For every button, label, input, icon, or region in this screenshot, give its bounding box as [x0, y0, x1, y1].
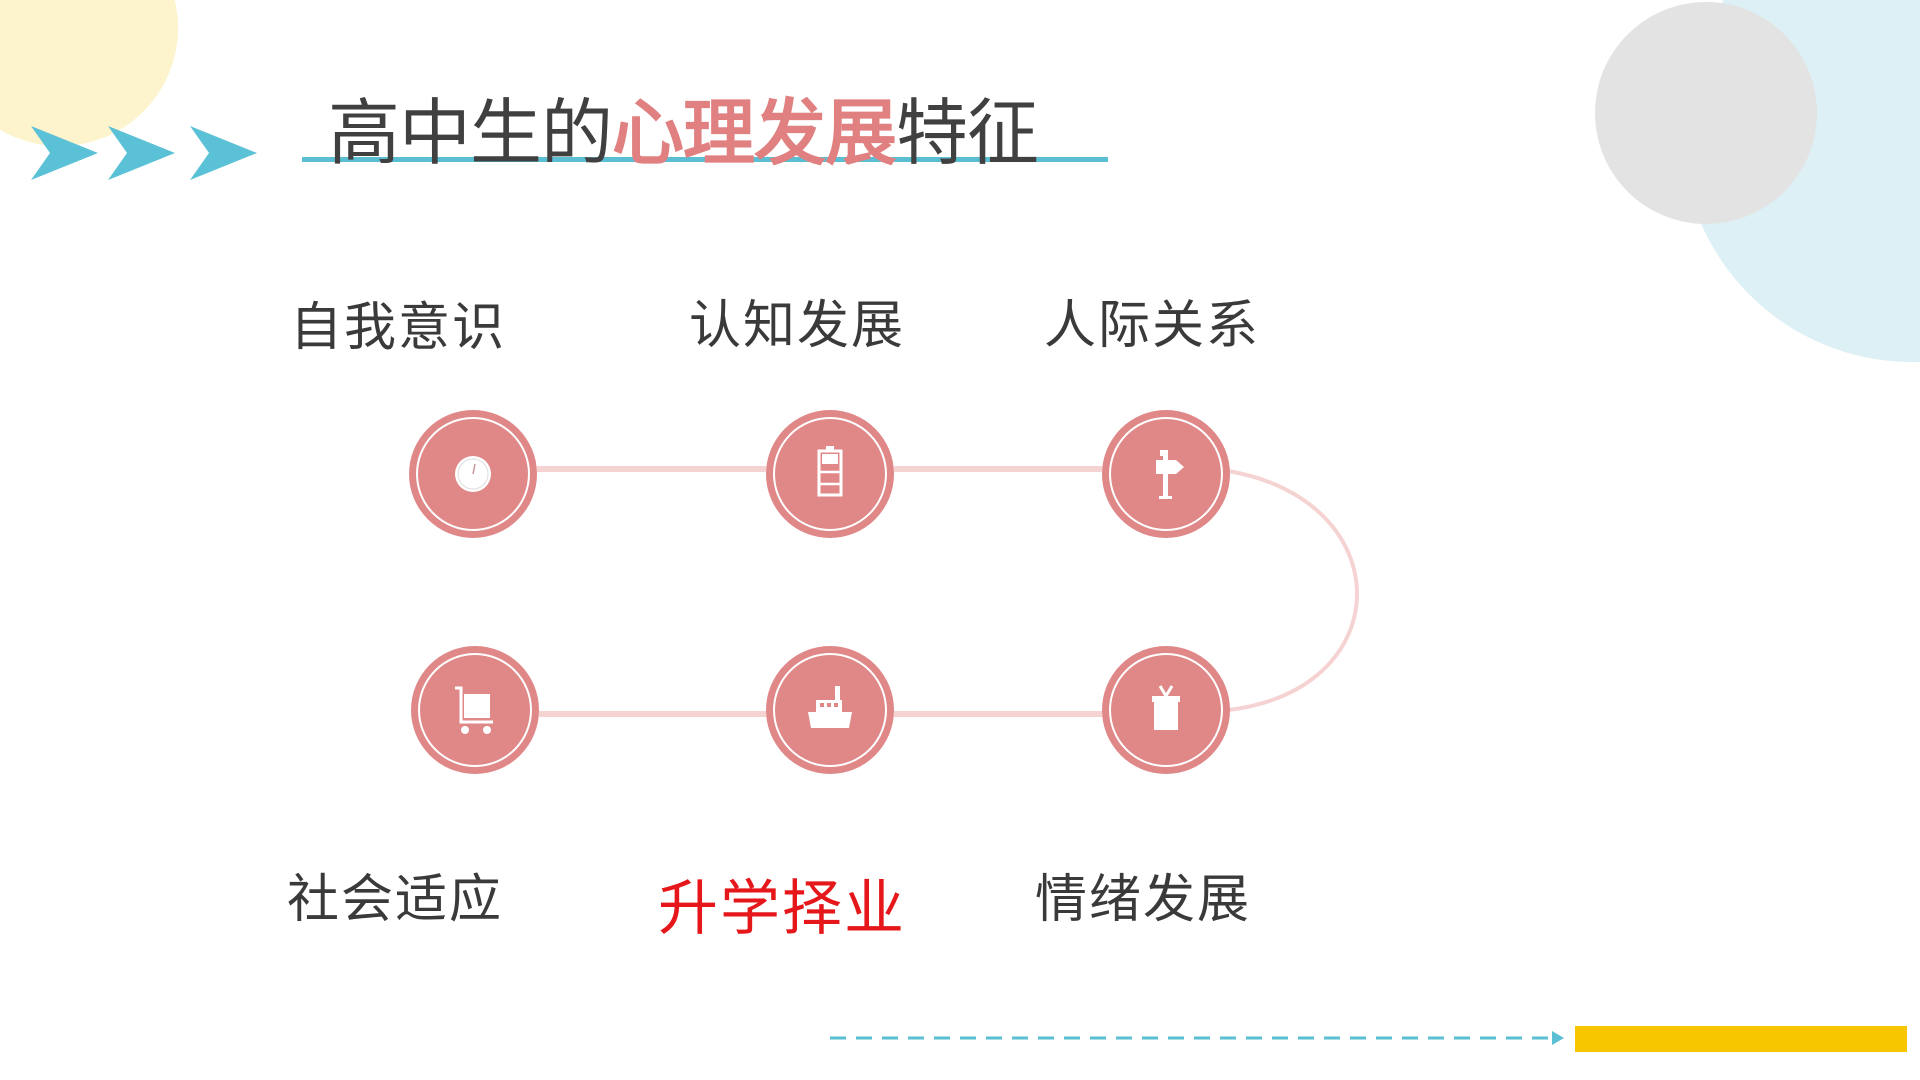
node-label-highlight: 升学择业 — [658, 874, 906, 944]
node-label: 认知发展 — [689, 296, 906, 356]
clock-icon — [455, 456, 491, 492]
node-label: 自我意识 — [290, 298, 507, 358]
timeline-node — [1102, 646, 1230, 774]
gift-icon — [1152, 685, 1180, 730]
timeline-node — [409, 410, 537, 538]
cart-icon — [455, 686, 493, 734]
page-title: 高中生的心理发展特征 — [328, 91, 1039, 175]
yellow-bar — [1575, 1026, 1907, 1052]
node-label: 人际关系 — [1044, 296, 1261, 356]
signpost-icon — [1156, 450, 1184, 499]
timeline-node — [1102, 410, 1230, 538]
node-label: 情绪发展 — [1035, 870, 1252, 930]
yellow-deco-circle — [0, 0, 178, 146]
gray-deco-circle — [1595, 2, 1817, 224]
timeline-node — [766, 410, 894, 538]
ship-icon — [808, 686, 852, 728]
timeline-connectors — [537, 466, 1359, 717]
node-label: 社会适应 — [287, 870, 504, 930]
timeline-node — [411, 646, 539, 774]
timeline-node — [766, 646, 894, 774]
battery-icon — [817, 446, 843, 497]
chevron-arrows-icon — [31, 126, 257, 180]
dashed-arrow — [830, 1031, 1564, 1045]
title-underline — [302, 157, 1108, 162]
